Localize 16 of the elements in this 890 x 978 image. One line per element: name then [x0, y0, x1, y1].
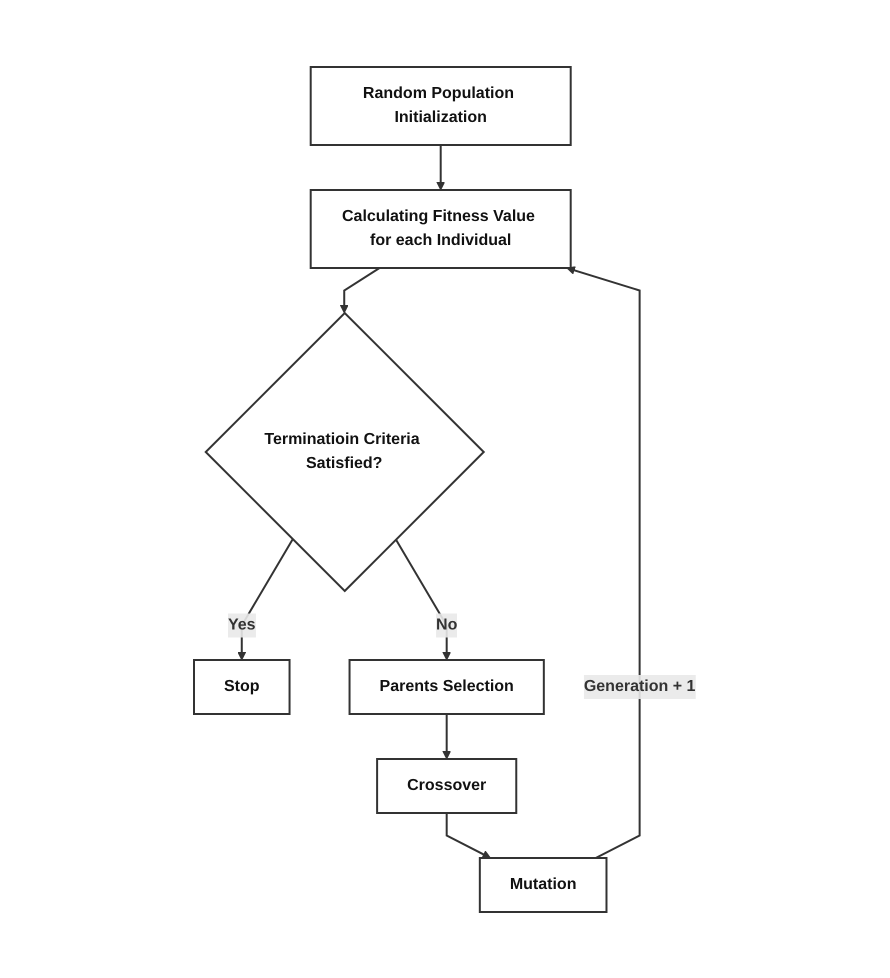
- arrow: [442, 714, 452, 759]
- node-box: Crossover: [376, 758, 518, 814]
- node-diamond: Terminatioin Criteria Satisfied?: [204, 311, 486, 592]
- arrow: [566, 266, 641, 858]
- arrow: [395, 538, 452, 660]
- arrow: [436, 144, 446, 190]
- edge-label: Generation + 1: [584, 678, 696, 694]
- node-box: Mutation: [479, 856, 608, 912]
- node-box: Stop: [193, 658, 291, 714]
- arrow: [340, 266, 380, 313]
- node-box: Calculating Fitness Value for each Individual: [310, 188, 572, 268]
- edge-label: Yes: [228, 616, 256, 633]
- arrow: [446, 812, 492, 858]
- edge-label: No: [436, 616, 458, 633]
- node-box: Parents Selection: [348, 658, 546, 714]
- node-box: Random Population Initialization: [310, 66, 572, 146]
